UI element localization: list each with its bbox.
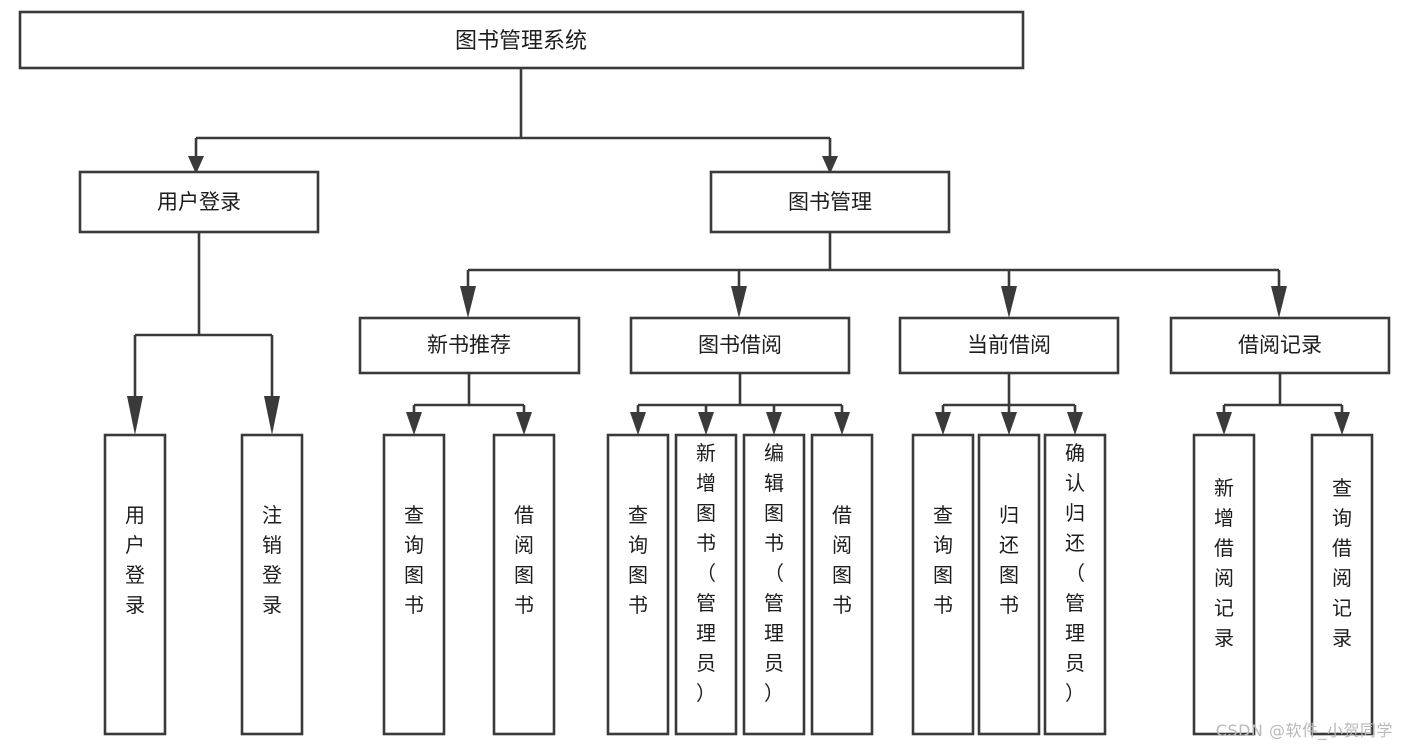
connector-userlogin-to-leaves: [127, 232, 280, 435]
node-leaf-edit-book-label: 编辑图书（管理员）: [764, 441, 784, 705]
node-leaf-user-login-label: 用户登录: [125, 503, 145, 617]
connector-root-to-level2: [188, 68, 838, 174]
node-borrow-record-label: 借阅记录: [1238, 333, 1322, 357]
node-leaf-confirm-return[interactable]: 确认归还（管理员）: [1043, 433, 1107, 736]
node-leaf-logout[interactable]: 注销登录: [240, 433, 304, 736]
node-leaf-query-book-rec[interactable]: 查询图书: [382, 433, 446, 736]
connector-bookborrow-to-leaves: [630, 373, 850, 435]
node-leaf-query-record-label: 查询借阅记录: [1332, 476, 1352, 650]
node-book-borrow-label: 图书借阅: [698, 333, 782, 357]
connector-borrowrecord-to-leaves: [1216, 373, 1350, 435]
node-user-login-label: 用户登录: [157, 190, 241, 214]
csdn-watermark: CSDN @软件_小贺同学: [1215, 721, 1393, 740]
node-user-login[interactable]: 用户登录: [78, 170, 320, 234]
node-current-borrow-label: 当前借阅: [967, 333, 1051, 357]
node-leaf-add-book-label: 新增图书（管理员）: [696, 441, 716, 705]
node-leaf-add-record-label: 新增借阅记录: [1214, 476, 1234, 650]
node-new-book-recommend-label: 新书推荐: [427, 333, 511, 357]
node-root[interactable]: 图书管理系统: [18, 10, 1025, 70]
node-leaf-query-book-current[interactable]: 查询图书: [911, 433, 975, 736]
node-leaf-borrow-book-label: 借阅图书: [832, 503, 852, 617]
node-leaf-add-record[interactable]: 新增借阅记录: [1192, 433, 1256, 736]
connector-bookmanage-to-level3: [460, 232, 1287, 318]
node-leaf-confirm-return-label: 确认归还（管理员）: [1065, 441, 1085, 705]
node-leaf-query-book-borrow[interactable]: 查询图书: [606, 433, 670, 736]
node-current-borrow[interactable]: 当前借阅: [898, 316, 1120, 375]
node-leaf-query-book-rec-label: 查询图书: [404, 503, 424, 617]
node-book-manage-label: 图书管理: [788, 190, 872, 214]
connector-newbookrec-to-leaves: [406, 373, 532, 435]
node-leaf-return-book-label: 归还图书: [999, 503, 1019, 617]
node-leaf-borrow-book[interactable]: 借阅图书: [810, 433, 874, 736]
node-leaf-user-login[interactable]: 用户登录: [103, 433, 167, 736]
node-book-borrow[interactable]: 图书借阅: [629, 316, 851, 375]
connector-currentborrow-to-leaves: [935, 373, 1083, 435]
node-leaf-borrow-book-rec[interactable]: 借阅图书: [492, 433, 556, 736]
node-leaf-return-book[interactable]: 归还图书: [977, 433, 1041, 736]
node-borrow-record[interactable]: 借阅记录: [1169, 316, 1391, 375]
node-leaf-logout-label: 注销登录: [262, 503, 282, 617]
node-leaf-add-book[interactable]: 新增图书（管理员）: [674, 433, 738, 736]
node-leaf-edit-book[interactable]: 编辑图书（管理员）: [742, 433, 806, 736]
node-leaf-borrow-book-rec-label: 借阅图书: [514, 503, 534, 617]
node-new-book-recommend[interactable]: 新书推荐: [358, 316, 581, 375]
node-book-manage[interactable]: 图书管理: [709, 170, 951, 234]
node-root-label: 图书管理系统: [455, 29, 587, 54]
node-leaf-query-book-current-label: 查询图书: [933, 503, 953, 617]
node-leaf-query-record[interactable]: 查询借阅记录: [1310, 433, 1374, 736]
node-leaf-query-book-borrow-label: 查询图书: [628, 503, 648, 617]
